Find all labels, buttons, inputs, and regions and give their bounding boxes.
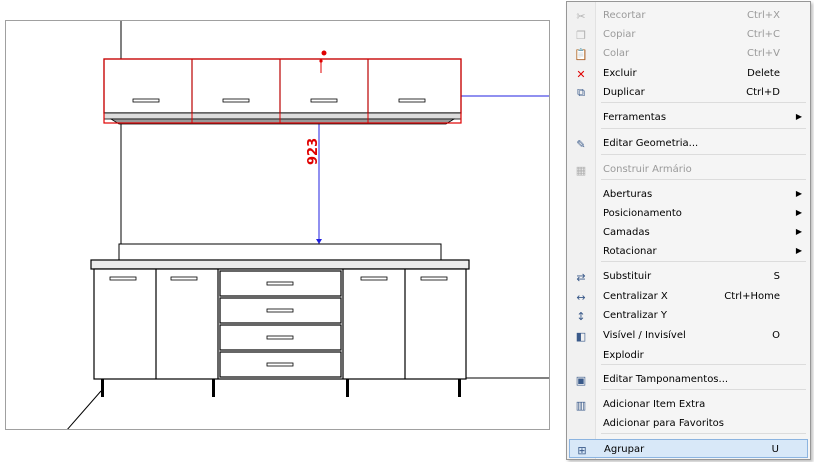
menu-item-visivel-invisivel[interactable]: ◧ Visível / Invisível O	[569, 326, 808, 345]
menu-item-label: Adicionar para Favoritos	[603, 418, 724, 429]
menu-item-label: Editar Tamponamentos...	[603, 374, 729, 385]
menu-separator	[601, 179, 806, 180]
menu-item-label: Copiar	[603, 29, 636, 40]
menu-item-label: Ferramentas	[603, 112, 667, 123]
kitchen-elevation-drawing[interactable]	[6, 21, 550, 430]
backsplash	[118, 243, 442, 261]
menu-icon-strip	[567, 2, 596, 459]
menu-item-label: Substituir	[603, 271, 652, 282]
menu-item-duplicar[interactable]: ⧉ Duplicar Ctrl+D	[569, 83, 808, 102]
duplicate-icon: ⧉	[577, 86, 585, 99]
menu-item-camadas[interactable]: Camadas ▶	[569, 223, 808, 242]
cabinet-build-icon: ▦	[575, 163, 587, 177]
menu-item-label: Duplicar	[603, 87, 645, 98]
menu-item-centralizar-y[interactable]: ↕ Centralizar Y	[569, 306, 808, 325]
menu-item-shortcut: Delete	[747, 68, 780, 79]
menu-item-label: Visível / Invisível	[603, 330, 686, 341]
menu-item-agrupar[interactable]: ⊞ Agrupar U	[569, 439, 808, 458]
submenu-arrow-icon: ▶	[795, 246, 802, 255]
menu-item-label: Agrupar	[604, 444, 645, 455]
menu-item-shortcut: Ctrl+D	[746, 87, 780, 98]
context-menu: ✂ Recortar Ctrl+X ❐ Copiar Ctrl+C 📋 Colar Ctrl+V…	[566, 1, 811, 460]
submenu-arrow-icon: ▶	[795, 112, 802, 121]
visibility-icon: ◧	[575, 329, 587, 343]
menu-item-label: Camadas	[603, 227, 650, 238]
group-icon: ⊞	[577, 443, 587, 457]
menu-item-shortcut: U	[771, 444, 779, 455]
scissors-icon: ✂	[576, 9, 586, 23]
upper-cabinets	[103, 50, 462, 125]
menu-item-shortcut: S	[773, 271, 780, 282]
drawing-viewport[interactable]: 923	[5, 20, 550, 430]
menu-separator	[601, 128, 806, 129]
menu-separator	[601, 261, 806, 262]
menu-item-shortcut: O	[772, 330, 780, 341]
menu-separator	[601, 102, 806, 103]
menu-item-label: Adicionar Item Extra	[603, 399, 706, 410]
menu-separator	[601, 433, 806, 434]
menu-item-label: Recortar	[603, 10, 646, 21]
geometry-icon: ✎	[576, 137, 586, 151]
delete-icon: ✕	[576, 67, 586, 81]
menu-separator	[601, 364, 806, 365]
menu-item-shortcut: Ctrl+V	[746, 48, 780, 59]
replace-icon: ⇄	[576, 270, 586, 284]
menu-separator	[601, 389, 806, 390]
menu-item-label: Centralizar X	[603, 291, 668, 302]
extra-item-icon: ▥	[575, 398, 587, 412]
floor-diagonal	[67, 390, 102, 429]
menu-item-label: Aberturas	[603, 189, 653, 200]
menu-item-colar: 📋 Colar Ctrl+V	[569, 44, 808, 63]
menu-item-shortcut: Ctrl+Home	[724, 291, 780, 302]
menu-item-label: Excluir	[603, 68, 637, 79]
menu-item-excluir[interactable]: ✕ Excluir Delete	[569, 64, 808, 83]
paste-icon: 📋	[574, 47, 588, 61]
menu-item-construir-armario: ▦ Construir Armário	[569, 160, 808, 179]
menu-item-posicionamento[interactable]: Posicionamento ▶	[569, 204, 808, 223]
menu-item-label: Editar Geometria...	[603, 138, 699, 149]
menu-item-shortcut: Ctrl+C	[746, 29, 780, 40]
dimension-arrow	[316, 239, 322, 244]
menu-item-label: Colar	[603, 48, 630, 59]
panels-icon: ▣	[575, 373, 587, 387]
menu-item-substituir[interactable]: ⇄ Substituir S	[569, 267, 808, 286]
menu-item-adicionar-para-favoritos[interactable]: Adicionar para Favoritos	[569, 414, 808, 433]
menu-item-explodir[interactable]: Explodir	[569, 346, 808, 365]
menu-item-label: Posicionamento	[603, 208, 682, 219]
menu-item-editar-tamponamentos[interactable]: ▣ Editar Tamponamentos...	[569, 370, 808, 389]
submenu-arrow-icon: ▶	[795, 227, 802, 236]
menu-item-rotacionar[interactable]: Rotacionar ▶	[569, 242, 808, 261]
menu-item-label: Rotacionar	[603, 246, 657, 257]
menu-item-aberturas[interactable]: Aberturas ▶	[569, 185, 808, 204]
countertop	[90, 259, 470, 270]
copy-icon: ❐	[576, 28, 586, 42]
submenu-arrow-icon: ▶	[795, 189, 802, 198]
center-y-icon: ↕	[576, 309, 586, 323]
selection-handle	[321, 50, 327, 56]
menu-item-recortar: ✂ Recortar Ctrl+X	[569, 6, 808, 25]
menu-item-shortcut: Ctrl+X	[746, 10, 780, 21]
menu-separator	[601, 154, 806, 155]
menu-item-label: Explodir	[603, 350, 644, 361]
menu-item-copiar: ❐ Copiar Ctrl+C	[569, 25, 808, 44]
center-x-icon: ↔	[576, 290, 586, 304]
menu-item-label: Centralizar Y	[603, 310, 667, 321]
base-cabinets	[93, 268, 467, 397]
menu-item-adicionar-item-extra[interactable]: ▥ Adicionar Item Extra	[569, 395, 808, 414]
menu-item-centralizar-x[interactable]: ↔ Centralizar X Ctrl+Home	[569, 287, 808, 306]
menu-item-ferramentas[interactable]: Ferramentas ▶	[569, 108, 808, 127]
submenu-arrow-icon: ▶	[795, 208, 802, 217]
dimension-label: 923	[306, 137, 321, 165]
menu-item-editar-geometria[interactable]: ✎ Editar Geometria...	[569, 134, 808, 153]
menu-item-label: Construir Armário	[603, 164, 692, 175]
